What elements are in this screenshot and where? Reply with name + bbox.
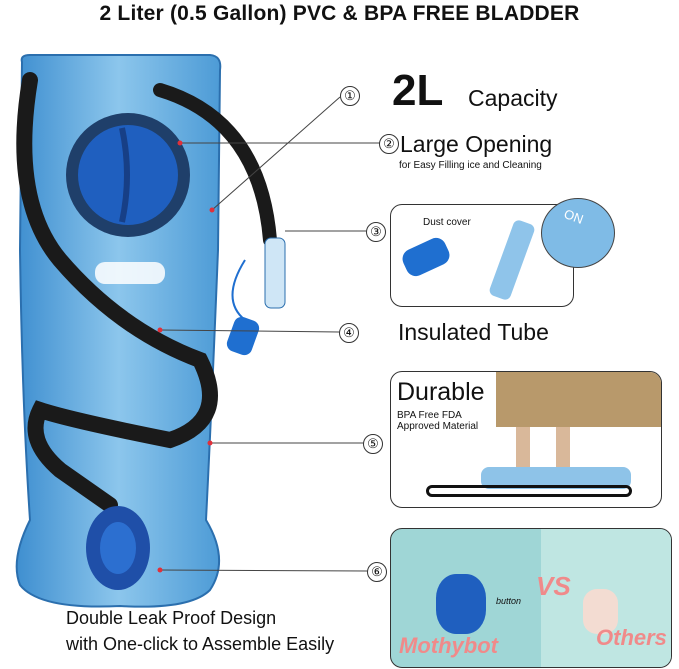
durable-panel: Durable BPA Free FDA Approved Material	[390, 371, 662, 508]
page-title: 2 Liter (0.5 Gallon) PVC & BPA FREE BLAD…	[99, 2, 580, 25]
opening-label: Large Opening	[400, 131, 553, 157]
dust-cap	[226, 316, 260, 356]
capacity-label: Capacity	[468, 85, 558, 111]
comparison-panel: button VS Mothybot Others	[390, 528, 672, 668]
bite-valve	[264, 237, 286, 309]
feature-number-4: ④	[339, 323, 359, 343]
others-valve-image	[583, 589, 618, 634]
bladder-under-feet	[481, 467, 631, 489]
vs-label: VS	[536, 571, 571, 601]
bottom-line-1: Double Leak Proof Design	[66, 608, 277, 628]
durable-label: Durable	[397, 378, 485, 406]
brand-label: Mothybot	[399, 633, 498, 658]
handle-slot	[95, 262, 165, 284]
feature-number-2: ②	[379, 134, 399, 154]
feature-number-3: ③	[366, 222, 386, 242]
button-label: button	[496, 596, 522, 606]
on-label: ON	[562, 206, 586, 227]
bottom-line-2: with One-click to Assemble Easily	[66, 634, 335, 654]
dust-cover-label: Dust cover	[423, 217, 471, 228]
feature-number-5: ⑤	[363, 434, 383, 454]
opening-sub: for Easy Filling ice and Cleaning	[399, 160, 542, 171]
durable-sub-1: BPA Free FDA	[397, 410, 462, 421]
others-label: Others	[596, 625, 667, 650]
feature-number-1: ①	[340, 86, 360, 106]
connector-image	[436, 574, 486, 634]
tube-image	[426, 485, 632, 497]
capacity-value: 2L	[392, 66, 444, 115]
shorts-image	[496, 372, 661, 427]
bite-valve-image	[487, 218, 537, 302]
durable-sub-2: Approved Material	[397, 421, 479, 432]
tube	[16, 72, 218, 513]
on-marker-closeup: ON	[541, 198, 615, 268]
feature-number-6: ⑥	[367, 562, 387, 582]
dust-cover-image	[399, 234, 453, 280]
tube-label: Insulated Tube	[398, 319, 549, 345]
